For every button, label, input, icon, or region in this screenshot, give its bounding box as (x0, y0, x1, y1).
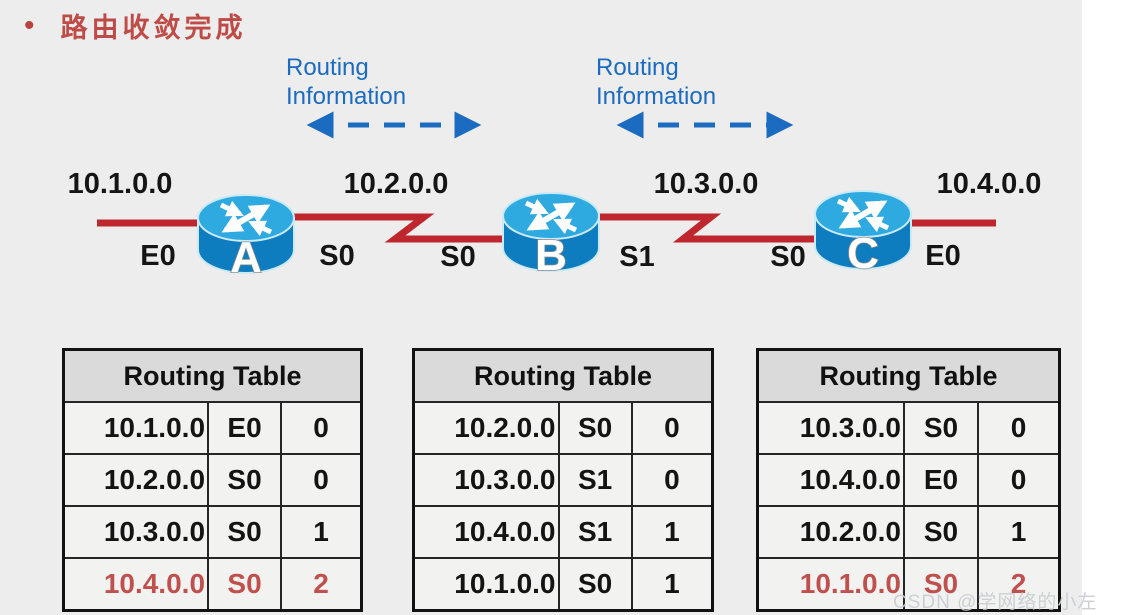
table-row: 10.3.0.0 S0 0 (756, 401, 1061, 455)
table-header-row: Routing Table (412, 348, 714, 403)
routing-information-line1: Routing (286, 54, 369, 81)
route-network: 10.1.0.0 (412, 557, 560, 612)
table-row: 10.2.0.0 S0 0 (412, 401, 714, 455)
topology-diagram: A B C (97, 111, 996, 283)
network-label: 10.3.0.0 (653, 168, 759, 200)
routing-information-line2: Information (596, 83, 717, 110)
network-label: 10.4.0.0 (936, 168, 1042, 200)
routing-table-c: Routing Table 10.3.0.0 S0 0 10.4.0.0 E0 … (756, 348, 1061, 612)
route-interface: S0 (557, 557, 633, 612)
serial-link-b-c (600, 213, 822, 243)
table-row: 10.2.0.0 S0 0 (62, 453, 363, 507)
route-interface: S1 (557, 453, 633, 507)
route-hops: 0 (280, 453, 363, 507)
router-name: B (535, 231, 567, 280)
route-interface: S0 (557, 401, 633, 455)
route-interface: S1 (557, 505, 633, 559)
route-network: 10.2.0.0 (412, 401, 560, 455)
route-interface: S0 (207, 557, 283, 612)
watermark: CSDN @学网络的小左 (893, 592, 1098, 613)
route-hops: 0 (976, 401, 1061, 455)
table-header-row: Routing Table (756, 348, 1061, 403)
route-interface: S0 (902, 401, 979, 455)
table-row: 10.4.0.0 S0 2 (62, 557, 363, 612)
route-network: 10.4.0.0 (62, 557, 210, 612)
route-interface: S0 (902, 505, 979, 559)
route-network: 10.1.0.0 (756, 557, 905, 612)
table-row: 10.1.0.0 S0 2 (756, 557, 1061, 612)
route-hops: 0 (630, 401, 714, 455)
route-interface: S0 (902, 557, 979, 612)
route-hops: 1 (630, 505, 714, 559)
route-network: 10.4.0.0 (756, 453, 905, 507)
routing-table-b: Routing Table 10.2.0.0 S0 0 10.3.0.0 S1 … (412, 348, 714, 612)
route-interface: E0 (902, 453, 979, 507)
route-hops: 1 (630, 557, 714, 612)
table-title: Routing Table (412, 348, 714, 403)
page-title: 路由收敛完成 (60, 13, 247, 43)
route-hops: 2 (976, 557, 1061, 612)
table-row: 10.3.0.0 S0 1 (62, 505, 363, 559)
route-network: 10.3.0.0 (756, 401, 905, 455)
routing-information-line1: Routing (596, 54, 679, 81)
table-row: 10.1.0.0 E0 0 (62, 401, 363, 455)
router-name: A (230, 233, 262, 282)
interface-label-a-s0: S0 (319, 240, 355, 272)
route-interface: E0 (207, 401, 283, 455)
table-row: 10.2.0.0 S0 1 (756, 505, 1061, 559)
table-header-row: Routing Table (62, 348, 363, 403)
bullet-icon: • (24, 8, 35, 42)
route-interface: S0 (207, 505, 283, 559)
interface-label-c-e0: E0 (925, 240, 961, 272)
interface-label-a-e0: E0 (140, 240, 176, 272)
router-name: C (847, 229, 879, 278)
network-label: 10.2.0.0 (343, 168, 449, 200)
route-hops: 1 (976, 505, 1061, 559)
route-network: 10.1.0.0 (62, 401, 210, 455)
route-hops: 0 (976, 453, 1061, 507)
route-hops: 1 (280, 505, 363, 559)
routing-information-label-right: Routing Information (596, 53, 716, 111)
interface-label-b-s1: S1 (619, 241, 655, 273)
table-row: 10.4.0.0 E0 0 (756, 453, 1061, 507)
serial-link-a-b (292, 213, 510, 243)
route-hops: 0 (280, 401, 363, 455)
table-row: 10.4.0.0 S1 1 (412, 505, 714, 559)
interface-label-b-s0: S0 (440, 241, 476, 273)
title-row: • 路由收敛完成 (24, 6, 247, 45)
route-network: 10.2.0.0 (756, 505, 905, 559)
table-row: 10.3.0.0 S1 0 (412, 453, 714, 507)
route-hops: 0 (630, 453, 714, 507)
routing-information-line2: Information (286, 83, 407, 110)
right-margin (1082, 0, 1131, 615)
routing-table-a: Routing Table 10.1.0.0 E0 0 10.2.0.0 S0 … (62, 348, 363, 612)
table-row: 10.1.0.0 S0 1 (412, 557, 714, 612)
network-label: 10.1.0.0 (67, 168, 173, 200)
interface-label-c-s0: S0 (770, 241, 806, 273)
route-network: 10.3.0.0 (412, 453, 560, 507)
routing-information-label-left: Routing Information (286, 53, 406, 111)
route-network: 10.3.0.0 (62, 505, 210, 559)
route-interface: S0 (207, 453, 283, 507)
table-title: Routing Table (62, 348, 363, 403)
route-network: 10.4.0.0 (412, 505, 560, 559)
route-network: 10.2.0.0 (62, 453, 210, 507)
table-title: Routing Table (756, 348, 1061, 403)
route-hops: 2 (280, 557, 363, 612)
